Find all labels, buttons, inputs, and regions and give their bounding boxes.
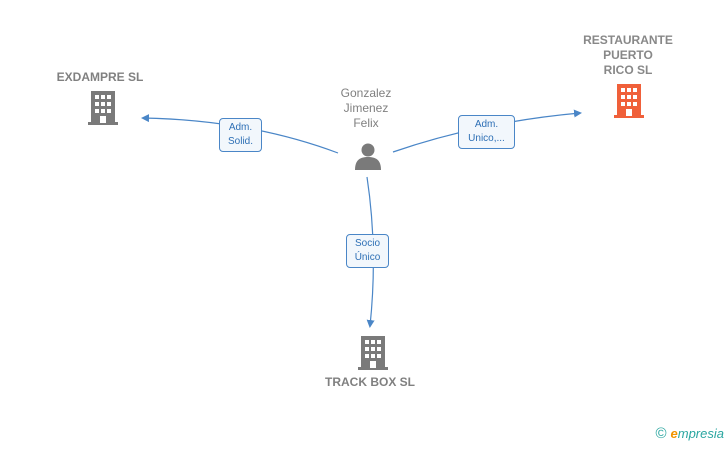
logo-e: e [670,426,678,441]
company-label-restaurante[interactable]: RESTAURANTE PUERTO RICO SL [566,33,690,78]
person-name-line-3: Felix [353,116,379,130]
empresia-logo[interactable]: © empresia [655,425,724,442]
company-label-exdampre[interactable]: EXDAMPRE SL [56,70,144,84]
restaurante-line-2: PUERTO [603,48,653,62]
person-name-line-2: Jimenez [343,101,389,115]
building-icon[interactable] [614,84,644,118]
company-label-trackbox[interactable]: TRACK BOX SL [325,375,415,389]
copyright-symbol: © [655,425,667,442]
edge-label-line-1: Adm. [474,119,499,130]
building-icon[interactable] [88,91,118,125]
edge-label-adm-solid[interactable]: Adm. Solid. [219,118,262,152]
edge-label-socio-unico[interactable]: Socio Único [346,234,389,268]
edge-label-line-2: Unico,... [468,133,505,144]
restaurante-line-1: RESTAURANTE [583,33,673,47]
edge-label-line-2: Solid. [227,136,253,147]
person-name-label[interactable]: Gonzalez Jimenez Felix [318,86,414,131]
edge-label-line-1: Adm. [228,122,253,133]
person-icon[interactable] [353,142,383,170]
restaurante-line-3: RICO SL [603,63,653,77]
edge-label-line-1: Socio [354,238,380,249]
edge-label-line-2: Único [354,252,381,263]
building-icon[interactable] [358,336,388,370]
logo-text: mpresia [677,426,724,441]
edge-label-adm-unico[interactable]: Adm. Unico,... [458,115,515,149]
person-name-line-1: Gonzalez [340,86,392,100]
